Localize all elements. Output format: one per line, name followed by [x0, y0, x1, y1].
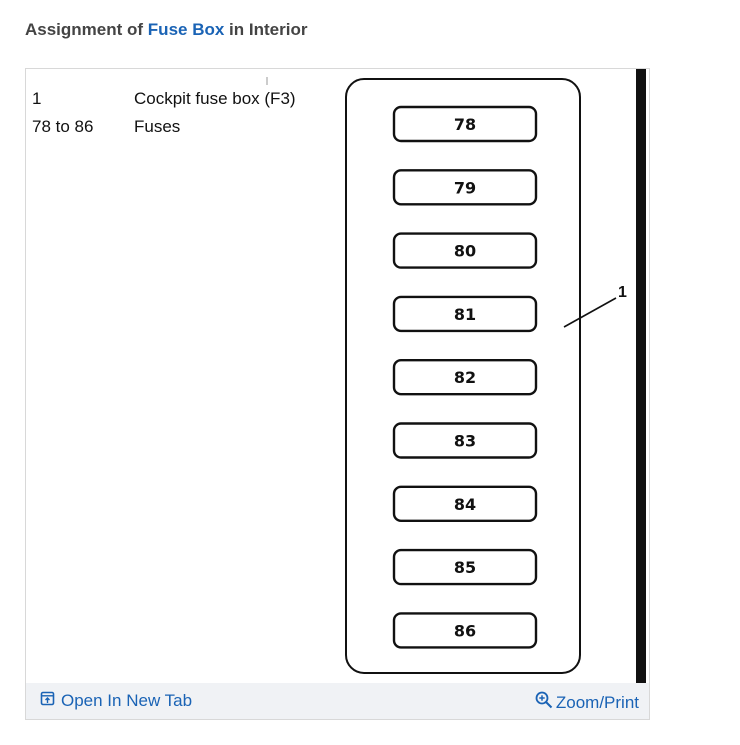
fuse-80: 80 — [392, 232, 538, 269]
fuse-label: 84 — [454, 495, 476, 514]
fuse-84: 84 — [392, 485, 538, 522]
fuse-rect — [392, 359, 538, 396]
fuse-85: 85 — [392, 548, 538, 586]
fuse-box-diagram: 1 78 79 80 81 82 83 84 85 86 — [266, 77, 627, 674]
callout-line — [563, 297, 617, 328]
title-highlight[interactable]: Fuse Box — [147, 20, 225, 39]
title-prefix: Assignment of — [25, 20, 148, 39]
zoom-in-icon — [535, 691, 553, 714]
fuse-rect — [392, 612, 538, 649]
fuse-label: 85 — [454, 558, 476, 577]
fuse-label: 83 — [454, 432, 476, 451]
fuse-86: 86 — [392, 612, 538, 649]
fuse-rect — [392, 105, 538, 143]
fuse-83: 83 — [392, 422, 538, 459]
fuse-rect — [392, 548, 538, 586]
fuse-label: 80 — [454, 242, 476, 261]
callout-label: 1 — [618, 284, 627, 301]
fuse-81: 81 — [392, 295, 538, 333]
fuse-rect — [392, 169, 538, 206]
open-new-tab-button[interactable]: Open In New Tab — [40, 691, 192, 711]
legend-key: 78 to 86 — [32, 117, 94, 136]
fuse-79: 79 — [392, 169, 538, 206]
fuse-rect — [392, 295, 538, 333]
fuse-group: 78 79 80 81 82 83 84 85 86 — [392, 105, 538, 649]
fuse-label: 79 — [454, 178, 476, 197]
page-title: Assignment of Fuse Box in Interior — [25, 20, 307, 40]
legend-value: Fuses — [134, 117, 181, 136]
fuse-rect — [392, 422, 538, 459]
open-new-tab-icon — [40, 691, 55, 711]
fuse-label: 86 — [454, 621, 476, 640]
fuse-rect — [392, 232, 538, 269]
legend-value: Cockpit fuse box (F3) — [134, 89, 296, 108]
fuse-label: 78 — [454, 115, 476, 134]
title-suffix: in Interior — [224, 20, 308, 39]
fuse-label: 82 — [454, 368, 476, 387]
diagram-frame: 1 Cockpit fuse box (F3) 78 to 86 Fuses 1… — [25, 68, 650, 720]
zoom-print-label: Zoom/Print — [555, 692, 639, 712]
open-new-tab-label: Open In New Tab — [61, 691, 193, 710]
zoom-print-button[interactable]: Zoom/Print — [535, 691, 639, 714]
fuse-rect — [392, 485, 538, 522]
scrollbar[interactable] — [636, 69, 646, 683]
legend-key: 1 — [32, 89, 42, 108]
fuse-82: 82 — [392, 359, 538, 396]
footer-bar: Open In New Tab Zoom/Print — [26, 683, 649, 719]
fuse-label: 81 — [454, 305, 476, 324]
fuse-78: 78 — [392, 105, 538, 143]
